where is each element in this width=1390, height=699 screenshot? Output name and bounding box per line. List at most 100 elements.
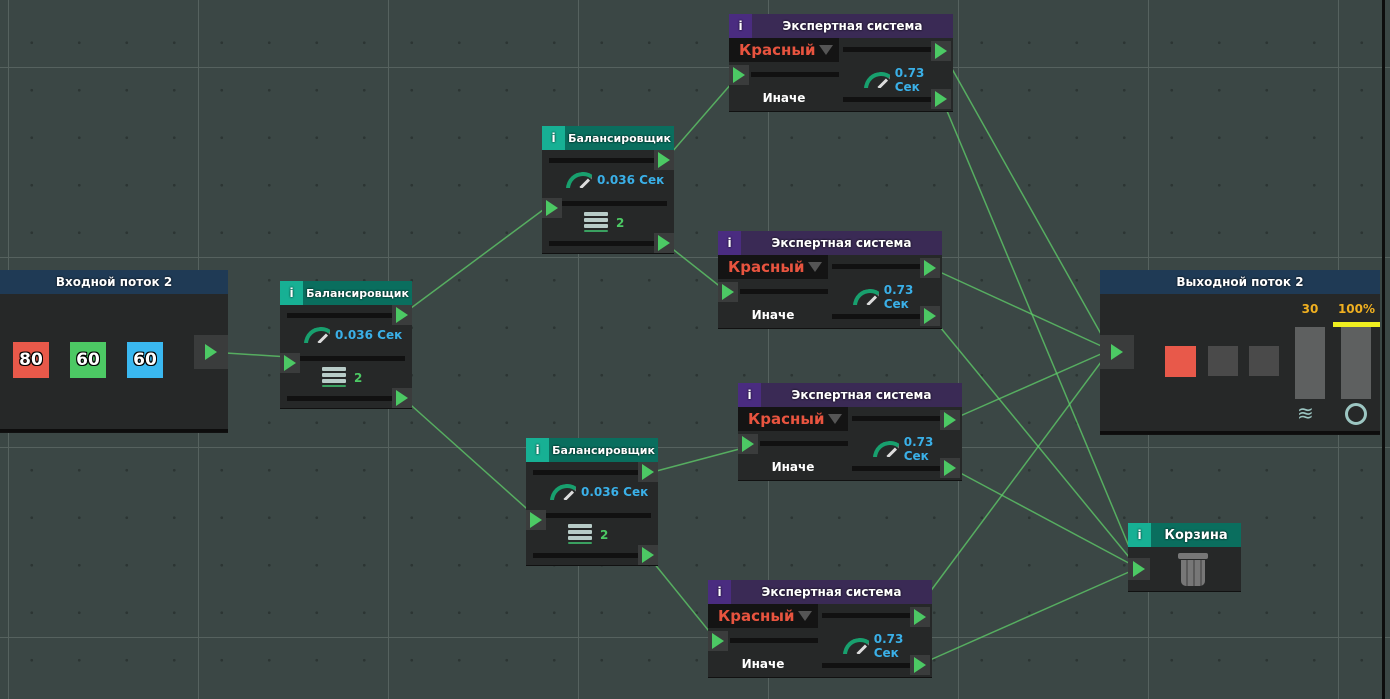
connection-wire: [402, 203, 552, 315]
output-port-bottom[interactable]: [638, 545, 658, 565]
time-value: 0.036 Сек: [335, 328, 403, 342]
processing-time: 0.73 Сек: [843, 632, 932, 660]
time-value: 0.036 Сек: [597, 173, 665, 187]
slot-bar: [852, 466, 940, 471]
connection-wire: [930, 267, 1111, 351]
output-port[interactable]: [194, 335, 228, 369]
connection-wire: [941, 50, 1111, 351]
trash-icon-body: [1181, 560, 1205, 586]
processing-time: 0.036 Сек: [304, 327, 402, 343]
chevron-down-icon: [828, 414, 842, 424]
input-chip-green: 60: [70, 342, 106, 378]
gauge-icon: [843, 638, 869, 654]
input-port[interactable]: [718, 282, 738, 302]
processing-time: 0.73 Сек: [873, 435, 962, 463]
dropdown-value: Красный: [728, 258, 805, 276]
slot-bar: [562, 201, 667, 206]
output-port-top[interactable]: [392, 305, 412, 325]
connection-wire: [402, 397, 536, 517]
input-chip-red: 80: [13, 342, 49, 378]
info-button[interactable]: i: [1128, 523, 1151, 547]
input-port[interactable]: [708, 631, 728, 651]
layers-icon: ≋: [1297, 401, 1314, 425]
servers: 2: [584, 212, 624, 234]
input-port[interactable]: [729, 65, 749, 85]
info-button[interactable]: i: [729, 14, 752, 38]
connection-wire: [950, 467, 1139, 569]
output-port-bottom[interactable]: [392, 388, 412, 408]
connection-wire: [648, 446, 748, 474]
output-port-else[interactable]: [910, 655, 930, 675]
connection-wire: [920, 349, 1111, 605]
percent-label: 100%: [1337, 302, 1376, 316]
output-port-bottom[interactable]: [654, 233, 674, 253]
info-button[interactable]: i: [708, 580, 731, 604]
processing-time: 0.73 Сек: [864, 66, 953, 94]
info-button[interactable]: i: [542, 126, 565, 150]
slot-bar: [730, 638, 818, 643]
output-port-match[interactable]: [920, 258, 940, 278]
input-port[interactable]: [542, 198, 562, 218]
else-label: Иначе: [741, 657, 785, 671]
slot-bar: [287, 396, 397, 401]
color-dropdown[interactable]: Красный: [738, 407, 848, 431]
output-port-match[interactable]: [910, 607, 930, 627]
gauge-icon: [566, 172, 592, 188]
node-title: Экспертная система: [791, 388, 932, 402]
output-port-top[interactable]: [638, 462, 658, 482]
input-port[interactable]: [1100, 335, 1134, 369]
color-dropdown[interactable]: Красный: [708, 604, 818, 628]
node-title: Балансировщик: [306, 286, 409, 300]
server-icon: [322, 367, 346, 389]
slot-bar: [740, 289, 828, 294]
time-value: 0.73 Сек: [883, 283, 914, 311]
output-stream-node[interactable]: Выходной поток 2 30 100% ≋: [1100, 270, 1380, 434]
chevron-down-icon: [819, 45, 833, 55]
slot-bar: [533, 470, 643, 475]
slot-bar: [852, 416, 940, 421]
connection-wire: [664, 75, 739, 161]
input-port[interactable]: [526, 510, 546, 530]
server-icon: [568, 524, 592, 546]
server-count: 2: [600, 528, 609, 542]
output-port-else[interactable]: [940, 458, 960, 478]
slot-bar: [549, 158, 659, 163]
node-title: Балансировщик: [568, 131, 671, 145]
connection-wire: [648, 556, 718, 642]
output-port-top[interactable]: [654, 150, 674, 170]
info-button[interactable]: i: [738, 383, 761, 407]
color-dropdown[interactable]: Красный: [729, 38, 839, 62]
output-port-else[interactable]: [931, 89, 951, 109]
connection-wire: [950, 349, 1111, 421]
servers: 2: [568, 524, 608, 546]
color-dropdown[interactable]: Красный: [718, 255, 828, 279]
time-value: 0.73 Сек: [873, 632, 904, 660]
percent-progress: [1333, 322, 1380, 327]
slot-bar: [760, 441, 848, 446]
info-button[interactable]: i: [280, 281, 303, 305]
input-stream-node[interactable]: Входной поток 2 80 60 60: [0, 270, 228, 432]
output-port-match[interactable]: [931, 41, 951, 61]
slot-bar: [832, 264, 920, 269]
input-port[interactable]: [738, 434, 758, 454]
info-button[interactable]: i: [526, 438, 549, 462]
output-slot-empty: [1208, 346, 1238, 376]
connection-wire: [920, 567, 1139, 665]
count-label: 30: [1301, 302, 1319, 316]
output-slot-filled: [1165, 346, 1196, 377]
info-button[interactable]: i: [718, 231, 741, 255]
output-port-match[interactable]: [940, 410, 960, 430]
output-port-else[interactable]: [920, 306, 940, 326]
input-port[interactable]: [280, 353, 300, 373]
input-port[interactable]: [1128, 558, 1150, 580]
count-bar: [1295, 327, 1325, 399]
